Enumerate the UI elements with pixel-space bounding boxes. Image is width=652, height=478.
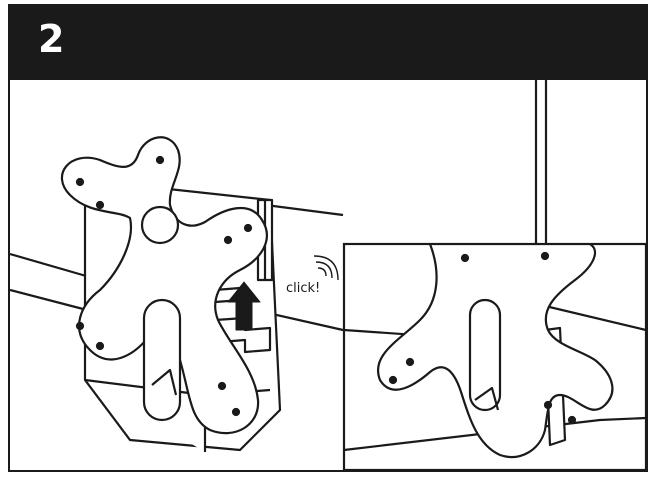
step-number: 2: [38, 17, 65, 61]
vesa-plate: [60, 136, 268, 435]
sound-waves-icon: [313, 255, 339, 281]
vertical-pole: [534, 78, 548, 244]
inset-detail-panel: [342, 242, 648, 472]
click-label: click!: [286, 281, 320, 296]
step-header: 2: [10, 6, 646, 80]
arrow-up-icon: [227, 281, 261, 331]
